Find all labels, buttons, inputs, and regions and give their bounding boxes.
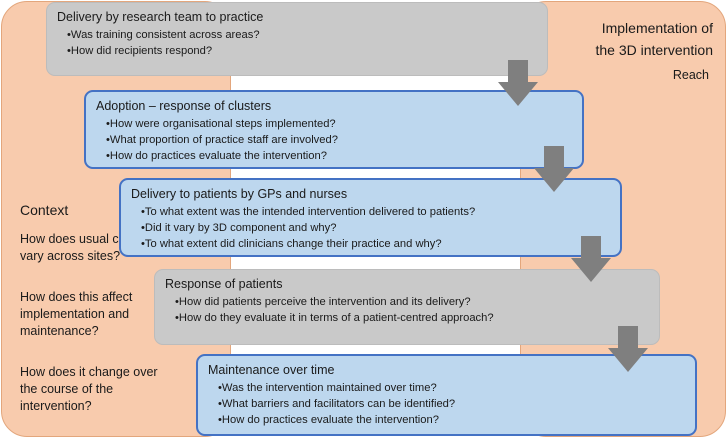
context-question: How does it change over the course of th… [20, 365, 158, 413]
context-title: Context [20, 202, 69, 218]
box-question: How did recipients respond? [67, 43, 260, 59]
down-arrow-icon [571, 236, 611, 282]
box-question: What barriers and facilitators can be id… [218, 396, 455, 412]
box-question: How were organisational steps implemente… [106, 116, 338, 132]
box-title: Adoption – response of clusters [96, 99, 272, 113]
down-arrow-icon [534, 146, 574, 192]
box-question-list: How were organisational steps implemente… [106, 116, 338, 164]
box-title: Delivery to patients by GPs and nurses [131, 187, 348, 201]
box-question: Was training consistent across areas? [67, 27, 260, 43]
adoption-box: Adoption – response of clusters How were… [84, 90, 584, 169]
box-title: Maintenance over time [208, 363, 335, 377]
response-of-patients-box: Response of patients How did patients pe… [154, 269, 660, 345]
implementation-title: Implementation of the 3D intervention [523, 17, 713, 61]
box-question: To what extent did clinicians change the… [141, 236, 475, 252]
delivery-to-practice-box: Delivery by research team to practice Wa… [46, 2, 548, 76]
box-question: How do practices evaluate the interventi… [106, 148, 338, 164]
box-question: Did it vary by 3D component and why? [141, 220, 475, 236]
box-question-list: To what extent was the intended interven… [141, 204, 475, 252]
box-question: To what extent was the intended interven… [141, 204, 475, 220]
box-question: What proportion of practice staff are in… [106, 132, 338, 148]
implementation-title-line2: the 3D intervention [595, 42, 713, 58]
down-arrow-icon [608, 326, 648, 372]
context-question: How does this affect implementation and … [20, 290, 133, 338]
box-question: How do they evaluate it in terms of a pa… [175, 310, 494, 326]
delivery-to-patients-box: Delivery to patients by GPs and nurses T… [119, 178, 622, 257]
box-question: How do practices evaluate the interventi… [218, 412, 455, 428]
box-question: How did patients perceive the interventi… [175, 294, 494, 310]
implementation-title-line1: Implementation of [601, 20, 713, 36]
box-title: Response of patients [165, 277, 283, 291]
reach-label: Reach [672, 68, 709, 82]
box-question-list: Was the intervention maintained over tim… [218, 380, 455, 428]
box-question-list: How did patients perceive the interventi… [175, 294, 494, 326]
context-question: How does usual care vary across sites? [20, 232, 137, 263]
box-question-list: Was training consistent across areas? Ho… [67, 27, 260, 59]
box-title: Delivery by research team to practice [57, 10, 264, 24]
down-arrow-icon [498, 60, 538, 106]
maintenance-box: Maintenance over time Was the interventi… [196, 354, 697, 436]
box-question: Was the intervention maintained over tim… [218, 380, 455, 396]
